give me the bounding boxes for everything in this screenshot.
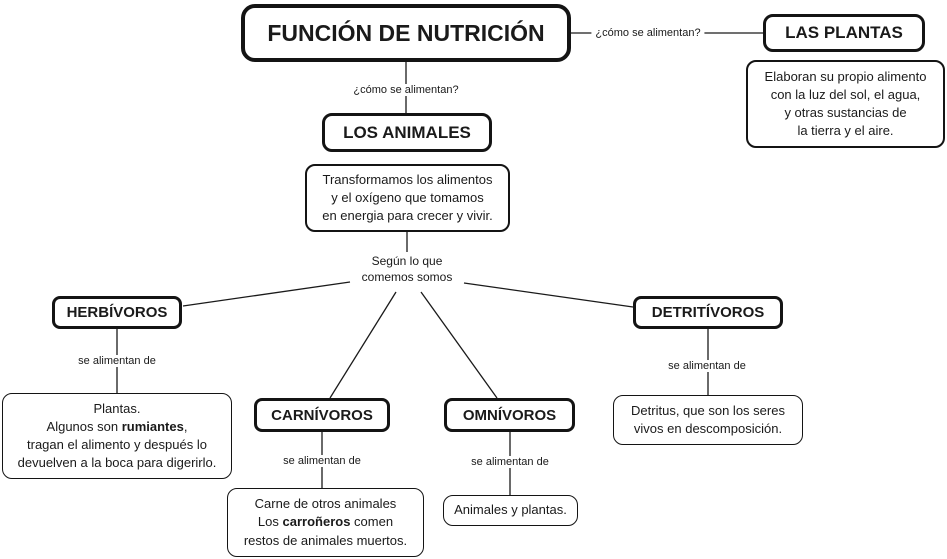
linking-phrase-line: Según lo que	[371, 254, 443, 268]
desc-line: Elaboran su propio alimento	[764, 68, 927, 84]
text-run: ,	[183, 418, 188, 434]
edge-segun-carnivoros	[329, 291, 397, 399]
node-omnivoros[interactable]: OMNÍVOROS	[444, 398, 575, 432]
desc-line: Plantas.	[93, 400, 141, 416]
node-detritivoros[interactable]: DETRITÍVOROS	[633, 296, 783, 329]
text-run: Los	[257, 514, 283, 530]
node-label: LOS ANIMALES	[343, 122, 471, 142]
edge-segun-detritivoros	[463, 282, 634, 308]
node-las-plantas[interactable]: LAS PLANTAS	[763, 14, 925, 52]
node-los-animales-desc[interactable]: Transformamos los alimentos y el oxígeno…	[305, 164, 510, 232]
node-omnivoros-desc[interactable]: Animales y plantas.	[443, 495, 578, 526]
desc-line: devuelven a la boca para digerirlo.	[17, 455, 217, 471]
edge-segun-omnivoros	[420, 291, 498, 399]
linking-phrase-como-se-alimentan-plantas[interactable]: ¿cómo se alimentan?	[591, 27, 705, 39]
desc-line: Detritus, que son los seres	[631, 402, 785, 418]
linking-phrase-se-alimentan-de-herbivoros[interactable]: se alimentan de	[74, 355, 160, 367]
node-los-animales[interactable]: LOS ANIMALES	[322, 113, 492, 152]
desc-line: Carne de otros animales	[254, 496, 397, 512]
node-funcion-de-nutricion[interactable]: FUNCIÓN DE NUTRICIÓN	[241, 4, 571, 62]
linking-phrase-line: comemos somos	[361, 270, 453, 284]
node-label: OMNÍVOROS	[462, 406, 557, 424]
linking-phrase-como-se-alimentan-animales[interactable]: ¿cómo se alimentan?	[349, 84, 463, 96]
text-run: Algunos son	[46, 418, 122, 434]
desc-line: Transformamos los alimentos	[322, 171, 493, 187]
linking-phrase-segun-lo-que-comemos[interactable]: Según lo que comemos somos	[358, 253, 456, 285]
text-run: comen	[350, 514, 394, 530]
node-herbivoros[interactable]: HERBÍVOROS	[52, 296, 182, 329]
desc-line: restos de animales muertos.	[243, 532, 408, 548]
text-run-bold: rumiantes	[121, 418, 184, 434]
linking-phrase-se-alimentan-de-detritivoros[interactable]: se alimentan de	[664, 360, 750, 372]
linking-phrase-se-alimentan-de-omnivoros[interactable]: se alimentan de	[467, 456, 553, 468]
node-carnivoros[interactable]: CARNÍVOROS	[254, 398, 390, 432]
desc-line: con la luz del sol, el agua,	[770, 86, 921, 102]
desc-line: y el oxígeno que tomamos	[331, 189, 484, 205]
node-las-plantas-desc[interactable]: Elaboran su propio alimento con la luz d…	[746, 60, 945, 148]
linking-phrase-se-alimentan-de-carnivoros[interactable]: se alimentan de	[279, 455, 365, 467]
desc-line: Animales y plantas.	[454, 502, 567, 518]
node-label: HERBÍVOROS	[66, 304, 168, 321]
node-label: FUNCIÓN DE NUTRICIÓN	[267, 19, 545, 46]
node-label: LAS PLANTAS	[785, 23, 903, 43]
edge-segun-herbivoros	[182, 281, 351, 307]
desc-line: tragan el alimento y después lo	[27, 437, 207, 452]
node-carnivoros-desc[interactable]: Carne de otros animales Los carroñeros c…	[227, 488, 424, 557]
desc-line: y otras sustancias de	[784, 105, 907, 120]
text-run-bold: carroñeros	[282, 514, 351, 530]
desc-line: la tierra y el aire.	[797, 123, 894, 139]
desc-line: vivos en descomposición.	[633, 421, 783, 436]
node-label: CARNÍVOROS	[271, 406, 373, 424]
desc-line: en energia para crecer y vivir.	[322, 208, 493, 224]
node-label: DETRITÍVOROS	[651, 304, 765, 321]
desc-line: Los carroñeros comen	[258, 513, 393, 531]
node-herbivoros-desc[interactable]: Plantas. Algunos son rumiantes, tragan e…	[2, 393, 232, 479]
desc-line: Algunos son rumiantes,	[47, 418, 188, 436]
node-detritivoros-desc[interactable]: Detritus, que son los seres vivos en des…	[613, 395, 803, 445]
